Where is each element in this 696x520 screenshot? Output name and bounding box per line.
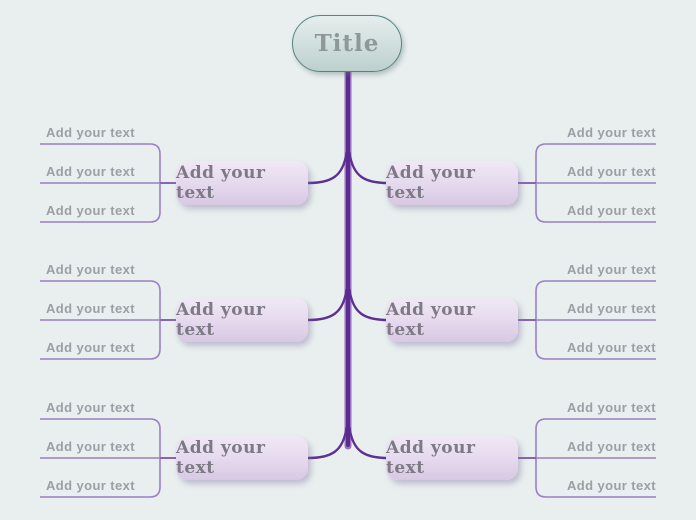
branch-curve-right-3 (348, 426, 390, 460)
branch-node[interactable]: Add your text (176, 436, 308, 480)
branch-node-label: Add your text (176, 300, 266, 340)
leaf-label[interactable]: Add your text (567, 439, 656, 454)
leaf-label[interactable]: Add your text (567, 125, 656, 140)
title-node-label: Title (314, 30, 380, 57)
leaf-label[interactable]: Add your text (567, 400, 656, 415)
branch-node-label: Add your text (386, 438, 476, 478)
leaf-label[interactable]: Add your text (46, 262, 135, 277)
leaf-label[interactable]: Add your text (46, 478, 135, 493)
branch-curve-right-1 (348, 151, 390, 185)
branch-node[interactable]: Add your text (386, 436, 518, 480)
leaf-label[interactable]: Add your text (46, 203, 135, 218)
branch-curve-right-2 (348, 288, 390, 322)
branch-node-label: Add your text (386, 300, 476, 340)
branch-curve-left-2 (306, 288, 348, 322)
leaf-label[interactable]: Add your text (567, 340, 656, 355)
leaf-label[interactable]: Add your text (567, 262, 656, 277)
branch-curve-left-3 (306, 426, 348, 460)
leaf-label[interactable]: Add your text (46, 340, 135, 355)
branch-node-label: Add your text (386, 163, 476, 203)
branch-node-label: Add your text (176, 438, 266, 478)
leaf-label[interactable]: Add your text (46, 439, 135, 454)
branch-node[interactable]: Add your text (176, 298, 308, 342)
leaf-label[interactable]: Add your text (46, 301, 135, 316)
branch-node-label: Add your text (176, 163, 266, 203)
leaf-label[interactable]: Add your text (567, 164, 656, 179)
branch-node[interactable]: Add your text (386, 298, 518, 342)
leaf-label[interactable]: Add your text (567, 203, 656, 218)
leaf-label[interactable]: Add your text (567, 478, 656, 493)
branch-curve-left-1 (306, 151, 348, 185)
leaf-label[interactable]: Add your text (46, 400, 135, 415)
leaf-label[interactable]: Add your text (46, 164, 135, 179)
branch-node[interactable]: Add your text (386, 161, 518, 205)
title-node[interactable]: Title (292, 15, 402, 72)
branch-node[interactable]: Add your text (176, 161, 308, 205)
leaf-label[interactable]: Add your text (567, 301, 656, 316)
leaf-label[interactable]: Add your text (46, 125, 135, 140)
